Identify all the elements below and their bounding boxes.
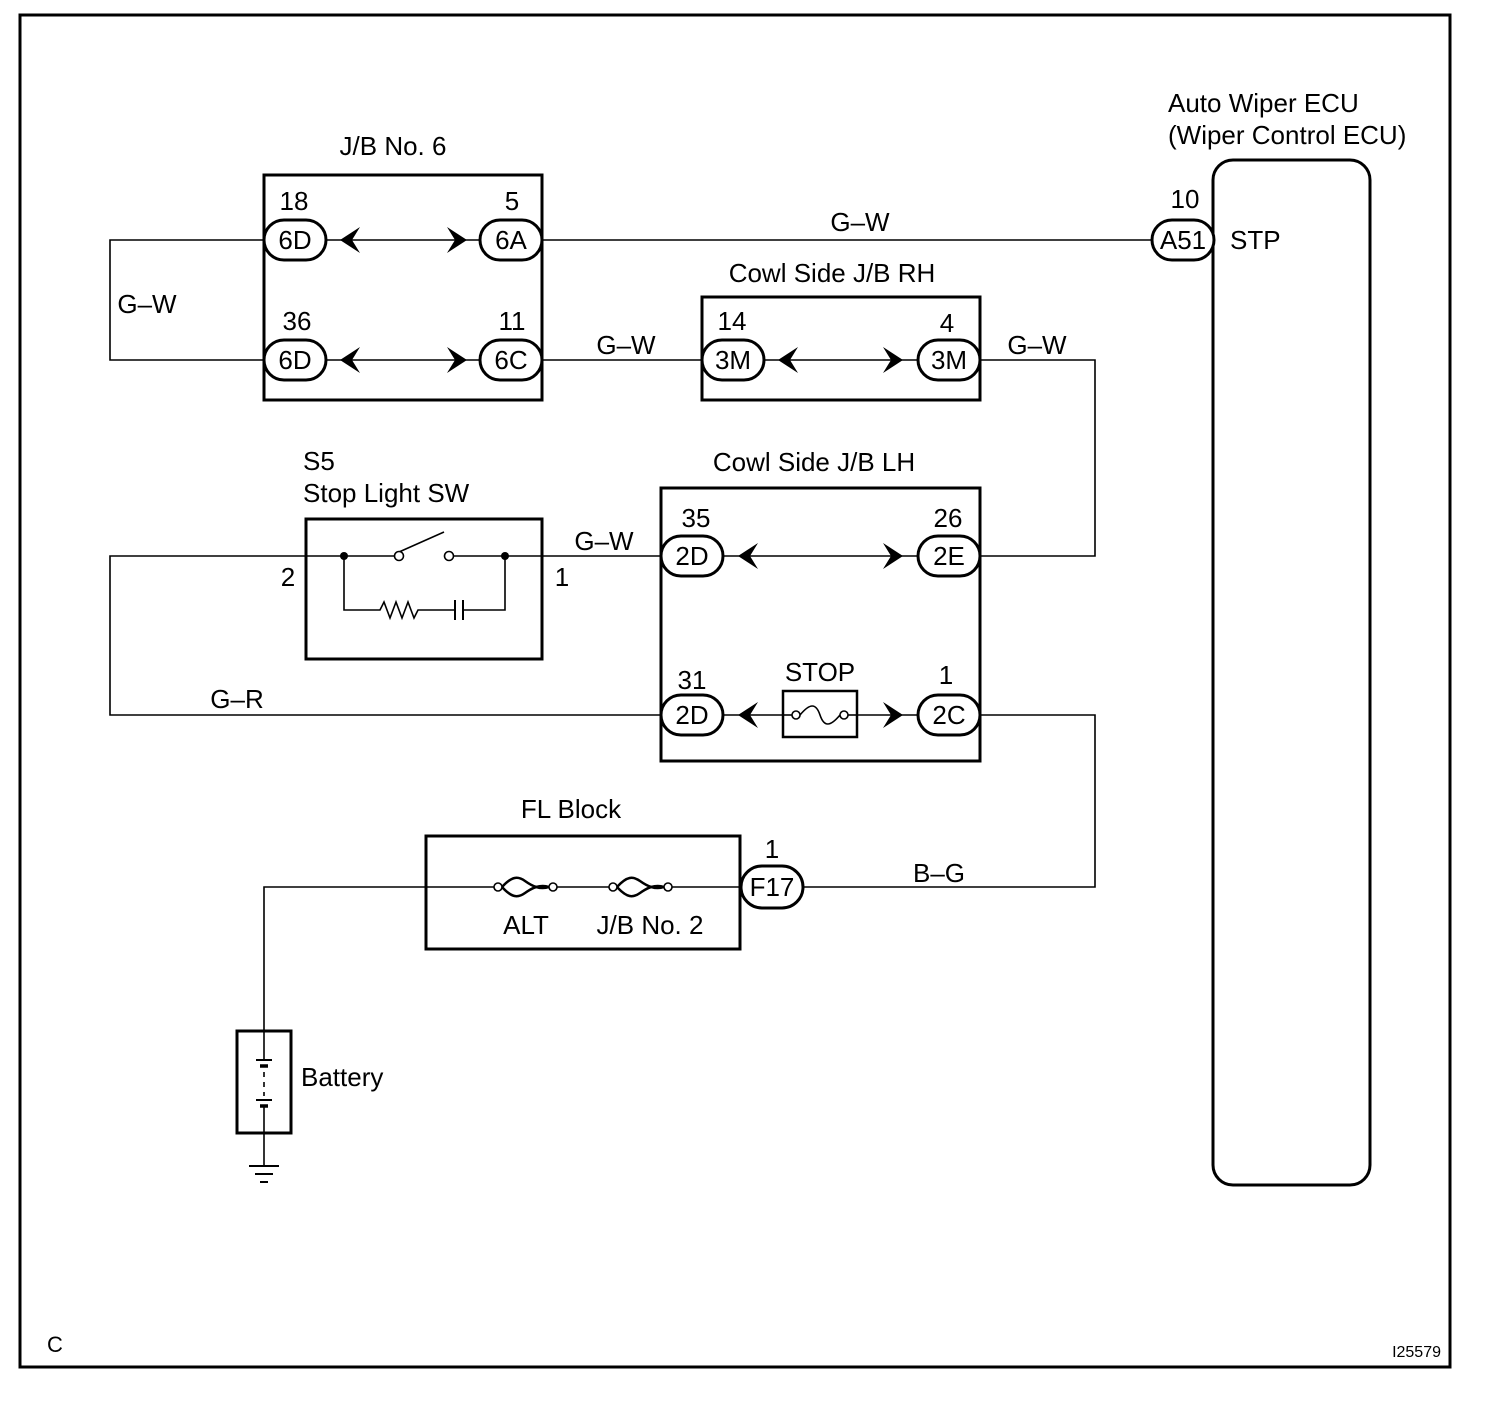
stop-sw-pin-right: 1: [555, 562, 569, 592]
alt-link-terminal-left: [493, 882, 503, 892]
fl-block-title: FL Block: [521, 794, 622, 824]
cowl-rh-pin-code-1: 3M: [715, 345, 751, 375]
jb6-pin-num-2: 5: [505, 186, 519, 216]
ecu-title-line2: (Wiper Control ECU): [1168, 120, 1406, 150]
fl-fuse-jb2-label: J/B No. 2: [597, 910, 704, 940]
cowl-lh-pin-code-2: 2E: [933, 541, 965, 571]
cowl-side-jb-rh: Cowl Side J/B RH 3M 14 3M 4: [700, 258, 982, 402]
fl-connector-f17: [739, 864, 805, 910]
cowl-lh-arrow-tl: [738, 543, 758, 569]
cowl-rh-pin-num-2: 4: [940, 308, 954, 338]
wire-label-w6: G–R: [210, 684, 263, 714]
auto-wiper-ecu: Auto Wiper ECU (Wiper Control ECU) A51 1…: [1150, 88, 1406, 1187]
fuse-icon: [799, 705, 841, 725]
ecu-title-line1: Auto Wiper ECU: [1168, 88, 1359, 118]
ecu-pin-code: A51: [1160, 225, 1206, 255]
stop-sw-title: Stop Light SW: [303, 478, 470, 508]
stop-fuse-label: STOP: [785, 657, 855, 687]
stop-sw-pin-left: 2: [281, 562, 295, 592]
stop-sw-contact-right: [443, 550, 455, 562]
stop-fuse-terminal-left: [791, 710, 801, 720]
wire-jb6-loop: [109, 239, 264, 361]
wire-2c-to-f17: [803, 714, 1096, 888]
stop-sw-blade: [398, 531, 445, 553]
jb6-box: [262, 173, 544, 402]
battery: Battery: [235, 1029, 383, 1183]
jb6-pin-code-1: 6D: [278, 225, 311, 255]
jb6-arrow-tl: [340, 227, 360, 253]
cowl-lh-connector-2e: [916, 534, 982, 578]
cowl-rh-arrow-right: [883, 347, 903, 373]
jb2-link-terminal-right: [663, 882, 673, 892]
corner-label-c: C: [47, 1332, 63, 1357]
jb-no6: J/B No. 6 6D 18 6A 5 6D 36 6C 11: [262, 131, 544, 402]
jb6-pin-num-4: 11: [499, 306, 526, 336]
fusible-link-icon-lower: [616, 884, 665, 898]
cowl-rh-title: Cowl Side J/B RH: [729, 258, 936, 288]
wire-label-w1: G–W: [117, 289, 177, 319]
cowl-rh-pin-code-2: 3M: [931, 345, 967, 375]
jb6-arrow-br: [447, 347, 467, 373]
jb6-title: J/B No. 6: [340, 131, 447, 161]
wire-sw-to-2d-bottom: [109, 555, 661, 716]
jb6-arrow-tr: [447, 227, 467, 253]
jb6-pin-code-3: 6D: [278, 345, 311, 375]
stop-sw-branch-right: [463, 556, 506, 611]
jb6-pin-num-1: 18: [280, 186, 309, 216]
wire-label-w5: G–W: [574, 526, 634, 556]
stop-fuse-terminal-right: [839, 710, 849, 720]
jb6-pin-code-2: 6A: [495, 225, 527, 255]
battery-label: Battery: [301, 1062, 383, 1092]
fusible-link-icon-lower: [501, 884, 550, 898]
fusible-link-icon: [501, 876, 550, 890]
ecu-box: [1211, 158, 1372, 1187]
cowl-lh-arrow-br: [883, 702, 903, 728]
cowl-lh-pin-code-4: 2C: [932, 700, 965, 730]
wire-3m-to-2e: [980, 359, 1096, 557]
cowl-rh-arrow-left: [778, 347, 798, 373]
cowl-lh-pin-num-3: 31: [678, 665, 707, 695]
fusible-link-icon: [616, 876, 665, 890]
ecu-pin-num: 10: [1171, 184, 1200, 214]
cowl-lh-pin-code-3: 2D: [675, 700, 708, 730]
jb6-arrow-bl: [340, 347, 360, 373]
diagram-frame: [18, 13, 1452, 1369]
cowl-rh-connector-left: [700, 338, 766, 382]
stop-sw-box: [304, 517, 544, 661]
figure-id: I25579: [1392, 1344, 1441, 1361]
jb6-pin-code-4: 6C: [494, 345, 527, 375]
fl-fuse-alt-label: ALT: [503, 910, 549, 940]
cowl-lh-pin-code-1: 2D: [675, 541, 708, 571]
wire-label-w2: G–W: [830, 207, 890, 237]
alt-link-terminal-right: [548, 882, 558, 892]
cowl-side-jb-lh: Cowl Side J/B LH STOP 2D 35 2E 26 2D 31 …: [659, 447, 982, 763]
cowl-lh-arrow-bl: [738, 702, 758, 728]
wire-fl-to-battery: [263, 886, 426, 1031]
cowl-lh-arrow-tr: [883, 543, 903, 569]
cowl-lh-connector-2d-top: [659, 534, 725, 578]
fl-block-box: [424, 834, 742, 951]
stop-sw-id: S5: [303, 446, 335, 476]
wire-label-w3: G–W: [596, 330, 656, 360]
cowl-lh-pin-num-4: 1: [939, 660, 953, 690]
ecu-connector-a51: [1150, 218, 1216, 262]
cowl-lh-title: Cowl Side J/B LH: [713, 447, 915, 477]
ecu-terminal-stp: STP: [1230, 225, 1281, 255]
resistor-symbol: [343, 556, 455, 621]
stop-sw-contact-left: [393, 550, 405, 562]
fl-block: FL Block ALT J/B No. 2 F17 1: [424, 794, 805, 951]
cowl-lh-box: [659, 486, 982, 763]
cowl-rh-pin-num-1: 14: [718, 306, 747, 336]
wire-label-w4: G–W: [1007, 330, 1067, 360]
wire-label-w7: B–G: [913, 858, 965, 888]
fl-pin-code: F17: [750, 872, 795, 902]
jb2-link-terminal-left: [608, 882, 618, 892]
fl-pin-num: 1: [765, 834, 779, 864]
stop-light-switch: S5 Stop Light SW 2 1: [281, 446, 569, 661]
cowl-rh-box: [700, 295, 982, 402]
cowl-lh-pin-num-2: 26: [934, 503, 963, 533]
jb6-pin-num-3: 36: [283, 306, 312, 336]
cowl-lh-pin-num-1: 35: [682, 503, 711, 533]
